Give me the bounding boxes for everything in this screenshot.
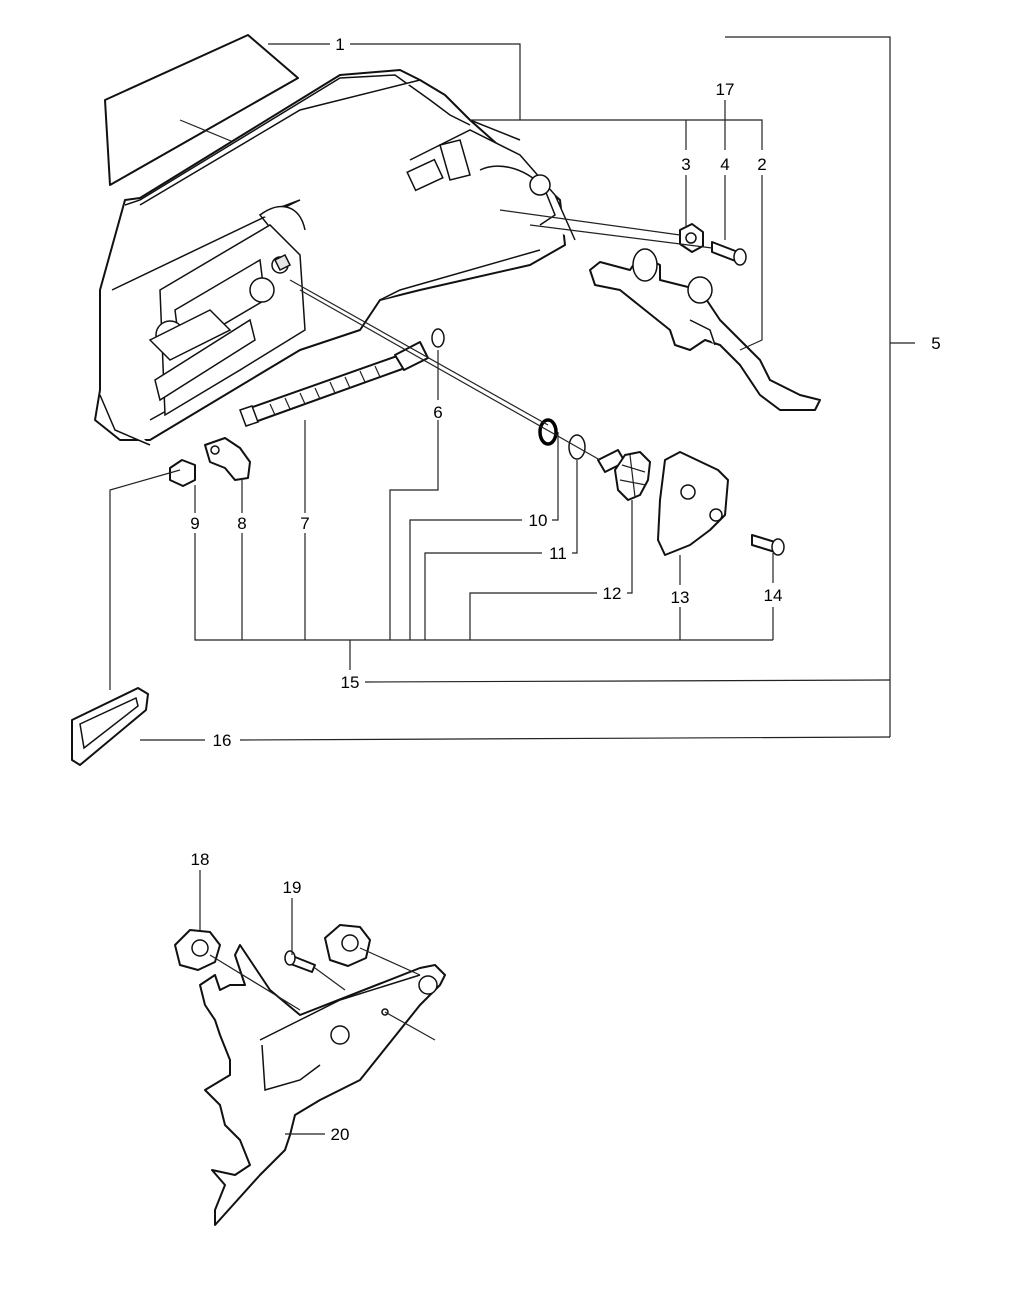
tensioner-screw — [239, 341, 429, 427]
callout-6: 6 — [433, 403, 442, 422]
pad-part-16 — [71, 687, 149, 766]
nut-part-9 — [169, 459, 196, 487]
leader-lines — [109, 36, 915, 1135]
bracket-part-20 — [199, 944, 446, 1226]
callout-19: 19 — [283, 878, 302, 897]
callout-14: 14 — [764, 586, 783, 605]
callout-12: 12 — [603, 584, 622, 603]
callout-18: 18 — [191, 850, 210, 869]
callout-20: 20 — [331, 1125, 350, 1144]
callout-13: 13 — [671, 588, 690, 607]
callout-8: 8 — [237, 514, 246, 533]
brake-lever — [589, 248, 821, 411]
callout-5: 5 — [931, 334, 940, 353]
nut-part-3 — [679, 223, 704, 253]
screw-part-14 — [751, 534, 785, 556]
nut-part-18b — [324, 924, 371, 967]
callout-3: 3 — [681, 155, 690, 174]
chain-cover-housing — [94, 69, 576, 446]
sprocket-part-12 — [597, 449, 651, 501]
callout-16: 16 — [213, 731, 232, 750]
cover-plate-part-13 — [657, 451, 729, 556]
callout-15: 15 — [341, 673, 360, 692]
o-ring-part-10 — [538, 418, 558, 446]
callout-2: 2 — [757, 155, 766, 174]
callout-10: 10 — [529, 511, 548, 530]
adjuster-part-8 — [204, 437, 251, 481]
callout-4: 4 — [720, 155, 729, 174]
callout-7: 7 — [300, 514, 309, 533]
callout-17: 17 — [716, 80, 735, 99]
callout-labels: 1 2 3 4 5 6 7 8 9 10 11 12 13 14 15 16 1… — [190, 35, 940, 1144]
screw-part-4 — [711, 241, 747, 266]
screw-part-19 — [284, 950, 316, 973]
callout-9: 9 — [190, 514, 199, 533]
nut-part-18 — [174, 929, 221, 971]
callout-11: 11 — [549, 544, 567, 563]
washer-part-6 — [431, 328, 445, 348]
callout-1: 1 — [335, 35, 344, 54]
